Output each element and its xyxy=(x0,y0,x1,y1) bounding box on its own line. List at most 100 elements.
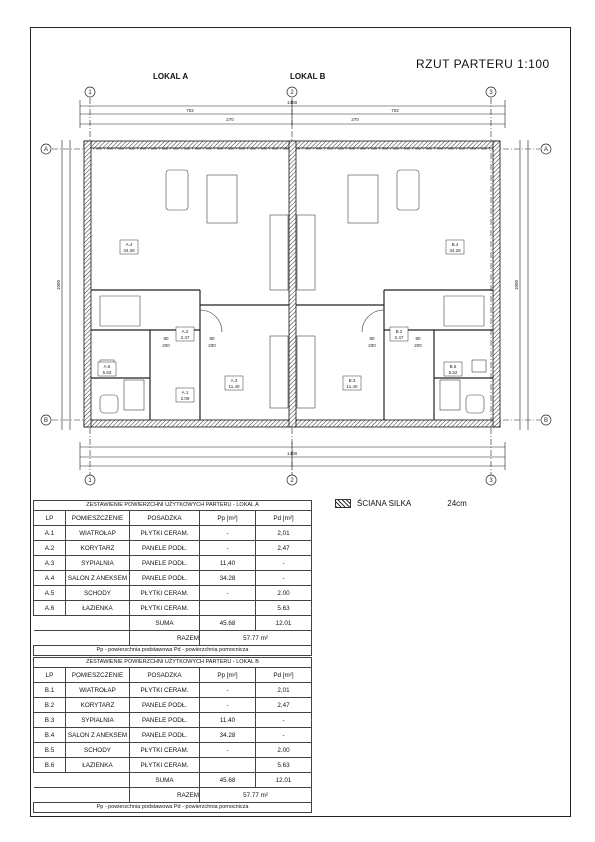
dim-200: 200 xyxy=(414,343,422,348)
room-id: B.2 xyxy=(396,329,403,334)
table-header: POMIESZCZENIE xyxy=(65,510,130,526)
suma-pp: 45.68 xyxy=(199,772,256,788)
dim-total: 1408 xyxy=(287,451,298,456)
axis-label: 2 xyxy=(290,478,294,484)
table-cell: PŁYTKI CERAM. xyxy=(129,742,200,758)
table-cell: B.4 xyxy=(33,727,66,743)
table-header: LP xyxy=(33,510,66,526)
legend-label: ŚCIANA SILKA xyxy=(357,499,412,508)
table-cell: A.6 xyxy=(33,600,66,616)
table-cell: B.1 xyxy=(33,682,66,698)
room-id: A.6 xyxy=(104,364,111,369)
room-area: 11.40 xyxy=(229,384,240,389)
table-header: Pd [m²] xyxy=(254,667,313,683)
room-id: B.4 xyxy=(452,242,459,247)
table-cell: A.3 xyxy=(33,555,66,571)
legend-thickness: 24cm xyxy=(447,499,467,508)
suma-pp: 45.68 xyxy=(199,615,256,631)
table-cell: 11,40 xyxy=(199,555,256,571)
table-header: POMIESZCZENIE xyxy=(65,667,130,683)
table-cell: PANELE PODŁ. xyxy=(129,540,200,556)
axis-label: B xyxy=(544,418,548,424)
suma-label: SUMA xyxy=(129,615,200,631)
table-cell: 2.00 xyxy=(254,585,313,601)
table-cell: 34.28 xyxy=(199,570,256,586)
table-cell: PŁYTKI CERAM. xyxy=(129,757,200,773)
table-cell: A.4 xyxy=(33,570,66,586)
table-cell: SYPIALNIA xyxy=(65,712,130,728)
table-note: Pp - powierzchnia podstawowa Pd - powier… xyxy=(32,645,313,656)
table-cell: 11.40 xyxy=(199,712,256,728)
table-cell: PANELE PODŁ. xyxy=(129,555,200,571)
room-area: 5.52 xyxy=(449,370,458,375)
hatch-swatch-icon xyxy=(335,499,351,508)
table-cell: SCHODY xyxy=(65,742,130,758)
dim-half-a: 702 xyxy=(186,108,194,113)
table-note: Pp - powierzchnia podstawowa Pd - powier… xyxy=(32,802,313,813)
room-id: A.3 xyxy=(231,378,238,383)
table-cell: WIATROŁAP xyxy=(65,682,130,698)
table-cell: SYPIALNIA xyxy=(65,555,130,571)
table-cell: PANELE PODŁ. xyxy=(129,570,200,586)
drawing-frame xyxy=(30,27,571,817)
area-table-lokal-a: ZESTAWIENIE POWIERZCHNI UŻYTKOWYCH PARTE… xyxy=(32,500,313,656)
room-id: B.3 xyxy=(349,378,356,383)
table-header: Pp [m²] xyxy=(199,510,256,526)
axis-label: 3 xyxy=(489,90,493,96)
table-cell: PŁYTKI CERAM. xyxy=(129,600,200,616)
table-cell xyxy=(199,600,256,616)
area-table-lokal-b: ZESTAWIENIE POWIERZCHNI UŻYTKOWYCH PARTE… xyxy=(32,657,313,813)
lokal-b-label: LOKAL B xyxy=(290,72,326,81)
table-cell: B.3 xyxy=(33,712,66,728)
table-cell: 2,47 xyxy=(254,540,313,556)
razem-value: 57.77 m² xyxy=(198,787,313,803)
table-cell: B.6 xyxy=(33,757,66,773)
room-id: A.4 xyxy=(126,242,133,247)
table-cell: PŁYTKI CERAM. xyxy=(129,682,200,698)
axis-label: B xyxy=(44,418,48,424)
table-cell: KORYTARZ xyxy=(65,540,130,556)
dim-270: 270 xyxy=(226,117,234,122)
dim-200: 200 xyxy=(208,343,216,348)
table-cell: 34.28 xyxy=(199,727,256,743)
table-cell: - xyxy=(199,742,256,758)
dim-270: 270 xyxy=(351,117,359,122)
table-cell: - xyxy=(199,585,256,601)
table-cell: 2,01 xyxy=(254,525,313,541)
lokal-a-label: LOKAL A xyxy=(153,72,189,81)
table-cell: - xyxy=(199,682,256,698)
table-cell: KORYTARZ xyxy=(65,697,130,713)
room-area: 34.28 xyxy=(123,248,135,253)
razem-label: RAZEM xyxy=(129,787,200,803)
table-cell: A.5 xyxy=(33,585,66,601)
axis-label: A xyxy=(44,147,48,153)
room-area: 5.63 xyxy=(103,370,112,375)
table-cell: A.1 xyxy=(33,525,66,541)
table-cell: - xyxy=(199,525,256,541)
axis-label: 3 xyxy=(489,478,493,484)
room-id: B.6 xyxy=(450,364,457,369)
dim-total: 1408 xyxy=(287,100,298,105)
table-caption: ZESTAWIENIE POWIERZCHNI UŻYTKOWYCH PARTE… xyxy=(32,500,313,511)
axis-label: 2 xyxy=(290,90,294,96)
dim-80: 80 xyxy=(163,336,169,341)
table-caption: ZESTAWIENIE POWIERZCHNI UŻYTKOWYCH PARTE… xyxy=(32,657,313,668)
legend: ŚCIANA SILKA 24cm xyxy=(335,499,467,508)
table-header: Pp [m²] xyxy=(199,667,256,683)
axis-label: 1 xyxy=(88,478,92,484)
table-cell: PANELE PODŁ. xyxy=(129,727,200,743)
dim-half-b: 702 xyxy=(391,108,399,113)
razem-value: 57.77 m² xyxy=(198,630,313,646)
table-cell: B.5 xyxy=(33,742,66,758)
table-cell xyxy=(199,757,256,773)
suma-pd: 12.01 xyxy=(254,772,313,788)
dim-200: 200 xyxy=(162,343,170,348)
table-cell: PANELE PODŁ. xyxy=(129,697,200,713)
table-cell: ŁAZIENKA xyxy=(65,757,130,773)
